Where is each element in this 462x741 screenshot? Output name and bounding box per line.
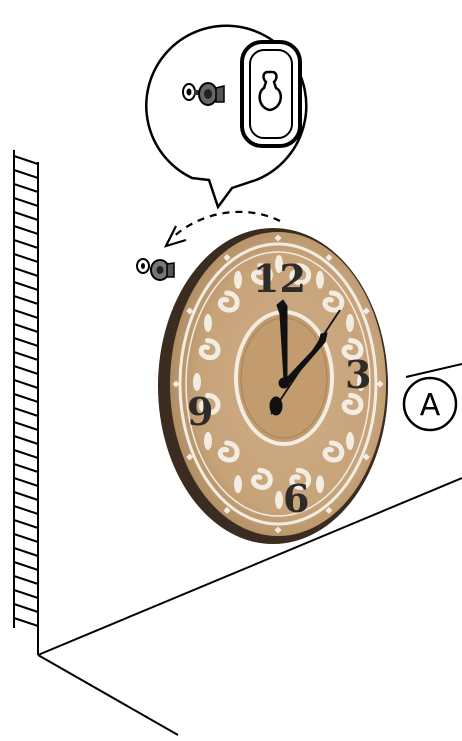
ladder-rung bbox=[13, 575, 39, 585]
ladder-rung bbox=[13, 337, 39, 347]
ring-marker bbox=[186, 307, 194, 315]
ornament-scroll bbox=[217, 440, 240, 463]
ladder-rung bbox=[13, 239, 39, 249]
wall-floor-edge-right bbox=[37, 477, 462, 656]
numeral-6: 6 bbox=[283, 476, 309, 521]
clock-numerals: 12 3 6 9 bbox=[187, 256, 371, 521]
ornament-scroll bbox=[198, 338, 221, 360]
ladder-rung bbox=[13, 603, 39, 613]
hands-tail bbox=[269, 396, 283, 416]
step-label: A bbox=[402, 376, 458, 432]
ladder-rung bbox=[13, 197, 39, 207]
step-label-text: A bbox=[420, 388, 441, 423]
room-lines bbox=[37, 363, 462, 736]
ornament-leaf bbox=[234, 475, 242, 494]
ladder-rung bbox=[13, 533, 39, 543]
inner-ring bbox=[185, 251, 371, 517]
ornament-scroll bbox=[289, 467, 312, 490]
ornament-leaf bbox=[203, 314, 212, 332]
ladder-rung bbox=[13, 547, 39, 557]
ornament-scroll bbox=[289, 263, 312, 285]
ladder-rung bbox=[13, 155, 39, 165]
ring-marker bbox=[223, 254, 231, 262]
ornament-scroll bbox=[341, 338, 364, 360]
ladder-rung bbox=[13, 169, 39, 179]
keyhole-hanger-icon bbox=[240, 40, 302, 148]
ornament-scroll bbox=[322, 290, 345, 313]
ladder-rung bbox=[13, 435, 39, 445]
ladder-rung bbox=[13, 589, 39, 599]
ornament-leaf bbox=[316, 270, 324, 289]
outer-ring bbox=[178, 242, 378, 526]
numeral-9: 9 bbox=[187, 389, 213, 434]
ladder-rung bbox=[13, 351, 39, 361]
ornament-leaf bbox=[275, 491, 283, 509]
ring-marker bbox=[172, 380, 180, 388]
ladder-rung bbox=[13, 519, 39, 529]
ornament-leaf bbox=[203, 432, 212, 450]
ornament-scroll bbox=[251, 263, 273, 285]
ladder-rung bbox=[13, 379, 39, 389]
ring-marker bbox=[362, 307, 370, 315]
center-cap bbox=[278, 377, 290, 389]
ladder-rung bbox=[13, 463, 39, 473]
ladder-rung bbox=[13, 183, 39, 193]
ornament-scroll bbox=[217, 290, 240, 313]
ladder-rung bbox=[13, 225, 39, 235]
ornament-leaf bbox=[275, 255, 283, 273]
ladder-rung bbox=[13, 421, 39, 431]
wall-right-edge bbox=[405, 363, 462, 378]
ornament-leaf bbox=[357, 373, 365, 391]
ring-marker bbox=[362, 453, 370, 461]
ladder-rung bbox=[13, 393, 39, 403]
ladder-rung bbox=[13, 267, 39, 277]
wall-ladder bbox=[13, 150, 39, 655]
ring-marker bbox=[376, 380, 384, 388]
ladder-rung bbox=[13, 323, 39, 333]
ladder-rung bbox=[13, 505, 39, 515]
parts-callout bbox=[145, 24, 308, 210]
wall-screw-icon bbox=[136, 258, 175, 281]
mounting-arrow bbox=[163, 210, 281, 248]
dashed-arc bbox=[171, 210, 281, 239]
second-hand bbox=[270, 309, 341, 415]
ladder-rungs bbox=[13, 155, 39, 627]
arrow-head bbox=[163, 225, 187, 248]
ornament-scroll bbox=[251, 467, 273, 490]
ornament-leaf bbox=[234, 270, 242, 289]
ornament-scroll bbox=[322, 440, 345, 463]
ornament-scroll bbox=[198, 392, 221, 415]
numeral-3: 3 bbox=[345, 352, 371, 397]
screw-with-washer-icon bbox=[182, 82, 225, 106]
ornament-leaf bbox=[346, 432, 355, 450]
ladder-rung bbox=[13, 295, 39, 305]
ring-marker bbox=[223, 506, 231, 514]
ladder-rung bbox=[13, 281, 39, 291]
ladder-rung bbox=[13, 561, 39, 571]
ladder-rung bbox=[13, 309, 39, 319]
ring-marker bbox=[274, 234, 282, 242]
wall-clock: 12 3 6 9 bbox=[158, 228, 388, 544]
ring-marker bbox=[274, 526, 282, 534]
ladder-rung bbox=[13, 365, 39, 375]
ladder-rung bbox=[13, 407, 39, 417]
ladder-rung bbox=[13, 617, 39, 627]
wall-floor-edge-left bbox=[37, 654, 179, 736]
ladder-rung bbox=[13, 449, 39, 459]
ladder-rung bbox=[13, 491, 39, 501]
ornament-scroll bbox=[341, 392, 364, 415]
ladder-rung bbox=[13, 477, 39, 487]
step-label-circle bbox=[402, 376, 458, 432]
clock-hands bbox=[269, 299, 341, 416]
ornament-leaf bbox=[193, 373, 201, 391]
ring-marker bbox=[325, 506, 333, 514]
ring-marker bbox=[186, 453, 194, 461]
ornament-leaf bbox=[316, 475, 324, 494]
ladder-rung bbox=[13, 211, 39, 221]
ornament-leaf bbox=[346, 314, 355, 332]
ladder-rung bbox=[13, 253, 39, 263]
clock-ornaments bbox=[172, 234, 384, 534]
numeral-12: 12 bbox=[253, 256, 306, 301]
